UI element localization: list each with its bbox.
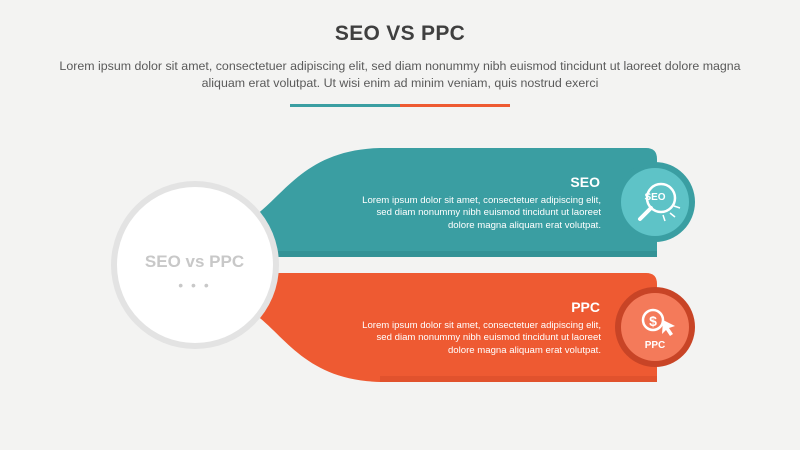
ppc-icon-label: PPC xyxy=(644,340,666,351)
page-title: SEO VS PPC xyxy=(334,22,466,45)
ppc-band-bottom-shadow xyxy=(380,376,657,382)
ppc-icon-badge xyxy=(621,293,689,361)
center-dots: • • • xyxy=(178,277,211,293)
seo-title: SEO xyxy=(570,174,600,190)
ppc-description: Lorem ipsum dolor sit amet, consectetuer… xyxy=(362,320,601,356)
magnifier-seo-icon xyxy=(638,182,681,222)
ppc-band xyxy=(252,273,657,382)
dollar-click-icon xyxy=(641,308,675,336)
ppc-title: PPC xyxy=(571,299,600,315)
page-subtitle: Lorem ipsum dolor sit amet, consectetuer… xyxy=(59,59,741,90)
seo-band-bottom-shadow xyxy=(252,251,657,257)
divider-teal xyxy=(290,104,400,107)
seo-band xyxy=(252,148,657,257)
center-label: SEO vs PPC xyxy=(144,252,245,271)
center-circle xyxy=(117,187,273,343)
ppc-icon-dollar: $ xyxy=(649,313,657,329)
divider-orange xyxy=(400,104,510,107)
seo-description: Lorem ipsum dolor sit amet, consectetuer… xyxy=(362,195,601,231)
seo-icon-label: SEO xyxy=(644,192,666,203)
